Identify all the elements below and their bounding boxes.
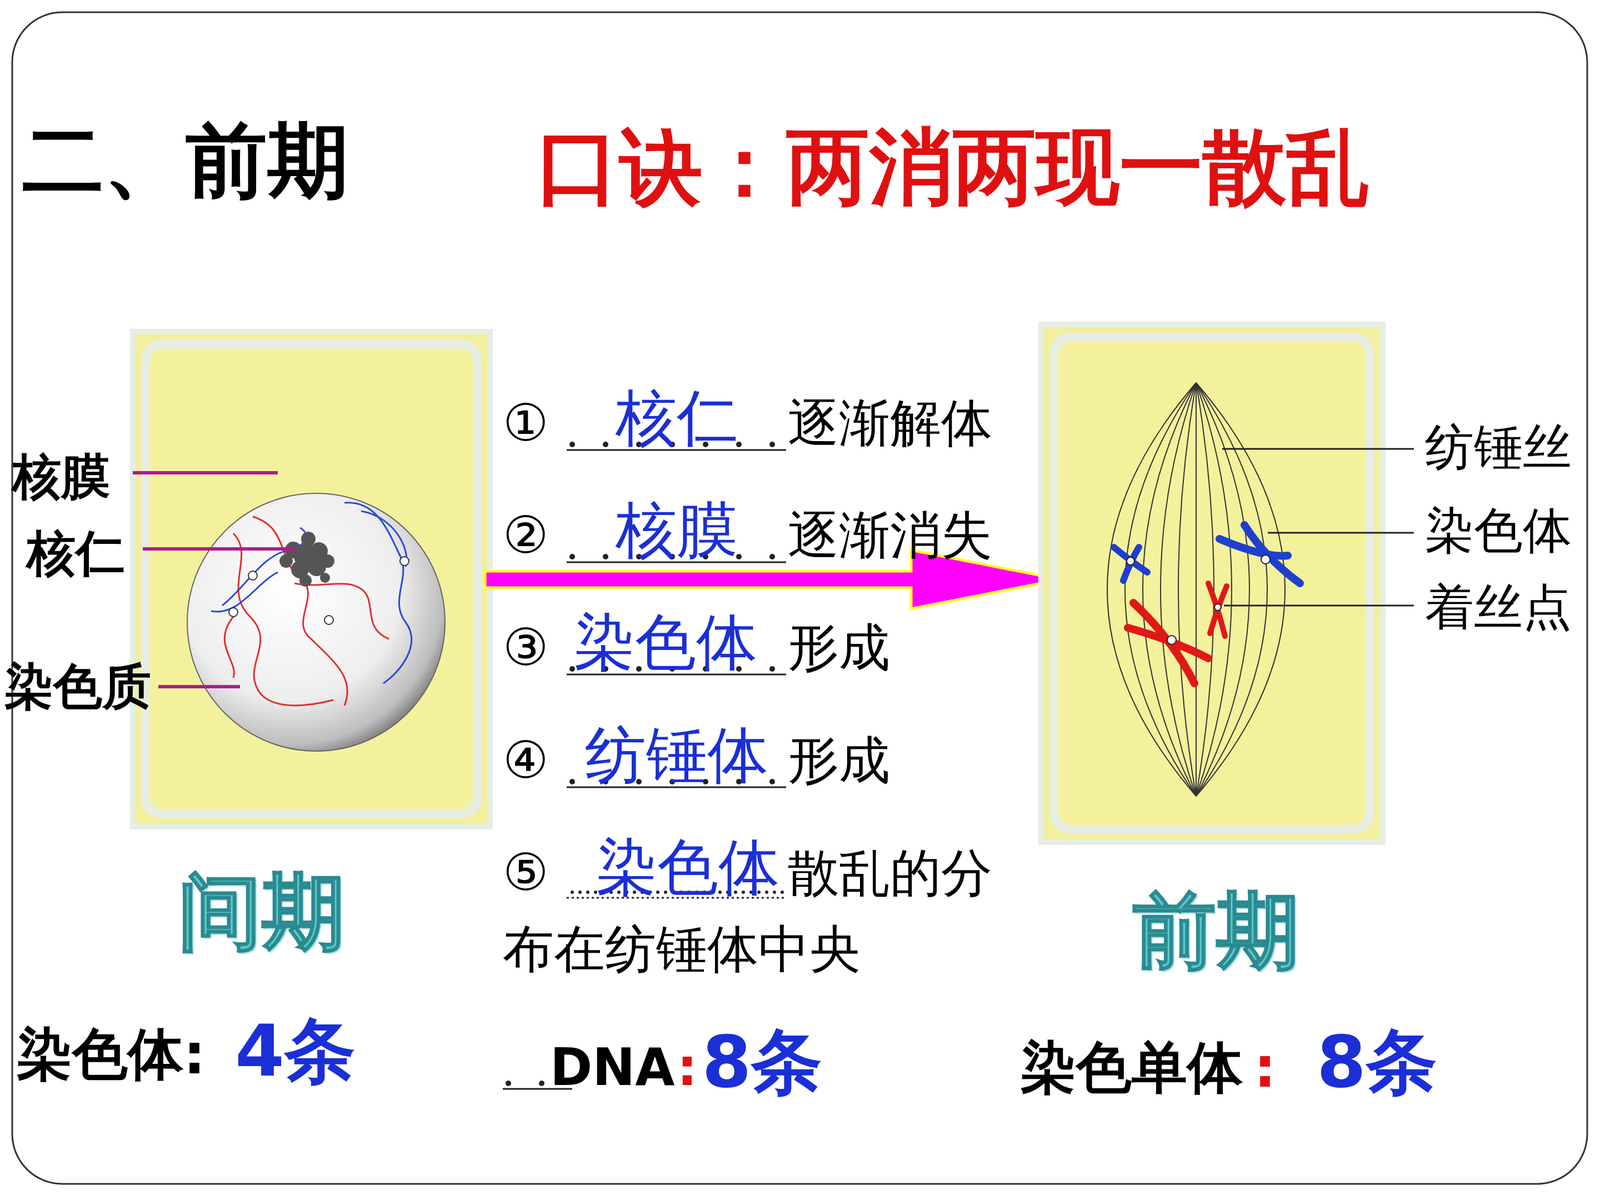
part-label: 着丝点 — [1425, 577, 1572, 637]
count-value: 8条 — [701, 1019, 823, 1105]
spindle-fibre — [1196, 382, 1285, 797]
blank-dot — [769, 778, 775, 785]
blank-dot — [570, 890, 574, 894]
blank-dot — [769, 666, 775, 672]
item-number: ① — [502, 392, 549, 454]
spindle-fibre — [1178, 382, 1197, 797]
blank-dot — [538, 1080, 545, 1087]
blank-dot — [578, 890, 582, 894]
part-label: 核膜 — [12, 447, 110, 507]
spindle-fibre — [1160, 382, 1197, 797]
part-label: 染色体 — [1425, 501, 1572, 560]
count-label: : — [677, 1037, 698, 1099]
item-text: 形成 — [787, 617, 890, 679]
count-label: 染色单体 — [1020, 1034, 1243, 1102]
blank-dot — [769, 553, 775, 560]
blank-dot — [569, 441, 575, 448]
answer: 核仁 — [566, 381, 787, 455]
blank-dot — [602, 441, 609, 448]
stage-name: 间期 — [178, 861, 345, 962]
blank-dot — [586, 890, 590, 894]
blank-dot — [569, 778, 575, 785]
item-text: 形成 — [787, 730, 890, 792]
spindle-fibre — [1196, 382, 1232, 797]
answer: 核膜 — [566, 493, 787, 567]
spindle-fibre — [1125, 382, 1197, 797]
answer: 纺锤体 — [566, 718, 787, 792]
blank-dot — [780, 890, 784, 894]
item-number: ③ — [502, 617, 549, 679]
part-label: 染色质 — [4, 657, 152, 717]
count-label: : — [1253, 1034, 1277, 1102]
prophase-cell — [1041, 324, 1414, 843]
spindle-fibre — [1196, 382, 1268, 797]
stage-name: 前期 — [1132, 880, 1300, 981]
answer: 染色体 — [555, 605, 775, 679]
spindle-fibre — [1107, 382, 1197, 797]
item-text: 逐渐消失 — [787, 505, 993, 567]
interphase-cell — [132, 331, 490, 827]
spindle-fibre — [1195, 382, 1197, 797]
blank-dot — [769, 441, 775, 448]
count-label: DNA — [550, 1037, 675, 1099]
item-number: ② — [502, 505, 549, 567]
blank-dot — [602, 553, 609, 560]
blank-dot — [569, 553, 575, 560]
item-text: 散乱的分布在纺锤体中央 — [502, 835, 1014, 988]
answer: 染色体 — [577, 830, 798, 904]
blank-dot — [505, 1080, 512, 1087]
item-number: ⑤ — [502, 842, 549, 904]
item-number: ④ — [502, 730, 549, 792]
count-value: 8条 — [1316, 1019, 1438, 1105]
item-text: 逐渐解体 — [787, 392, 993, 454]
mnemonic: 口诀：两消两现一散乱 — [536, 116, 1370, 217]
slide-title: 二、前期 — [22, 112, 349, 210]
part-label: 核仁 — [26, 523, 125, 583]
count-value: 4条 — [235, 1008, 356, 1094]
part-label: 纺锤丝 — [1425, 417, 1572, 477]
count-label: 染色体: — [16, 1021, 206, 1088]
blank-underlines — [502, 450, 787, 1089]
spindle-fibre — [1142, 382, 1197, 797]
